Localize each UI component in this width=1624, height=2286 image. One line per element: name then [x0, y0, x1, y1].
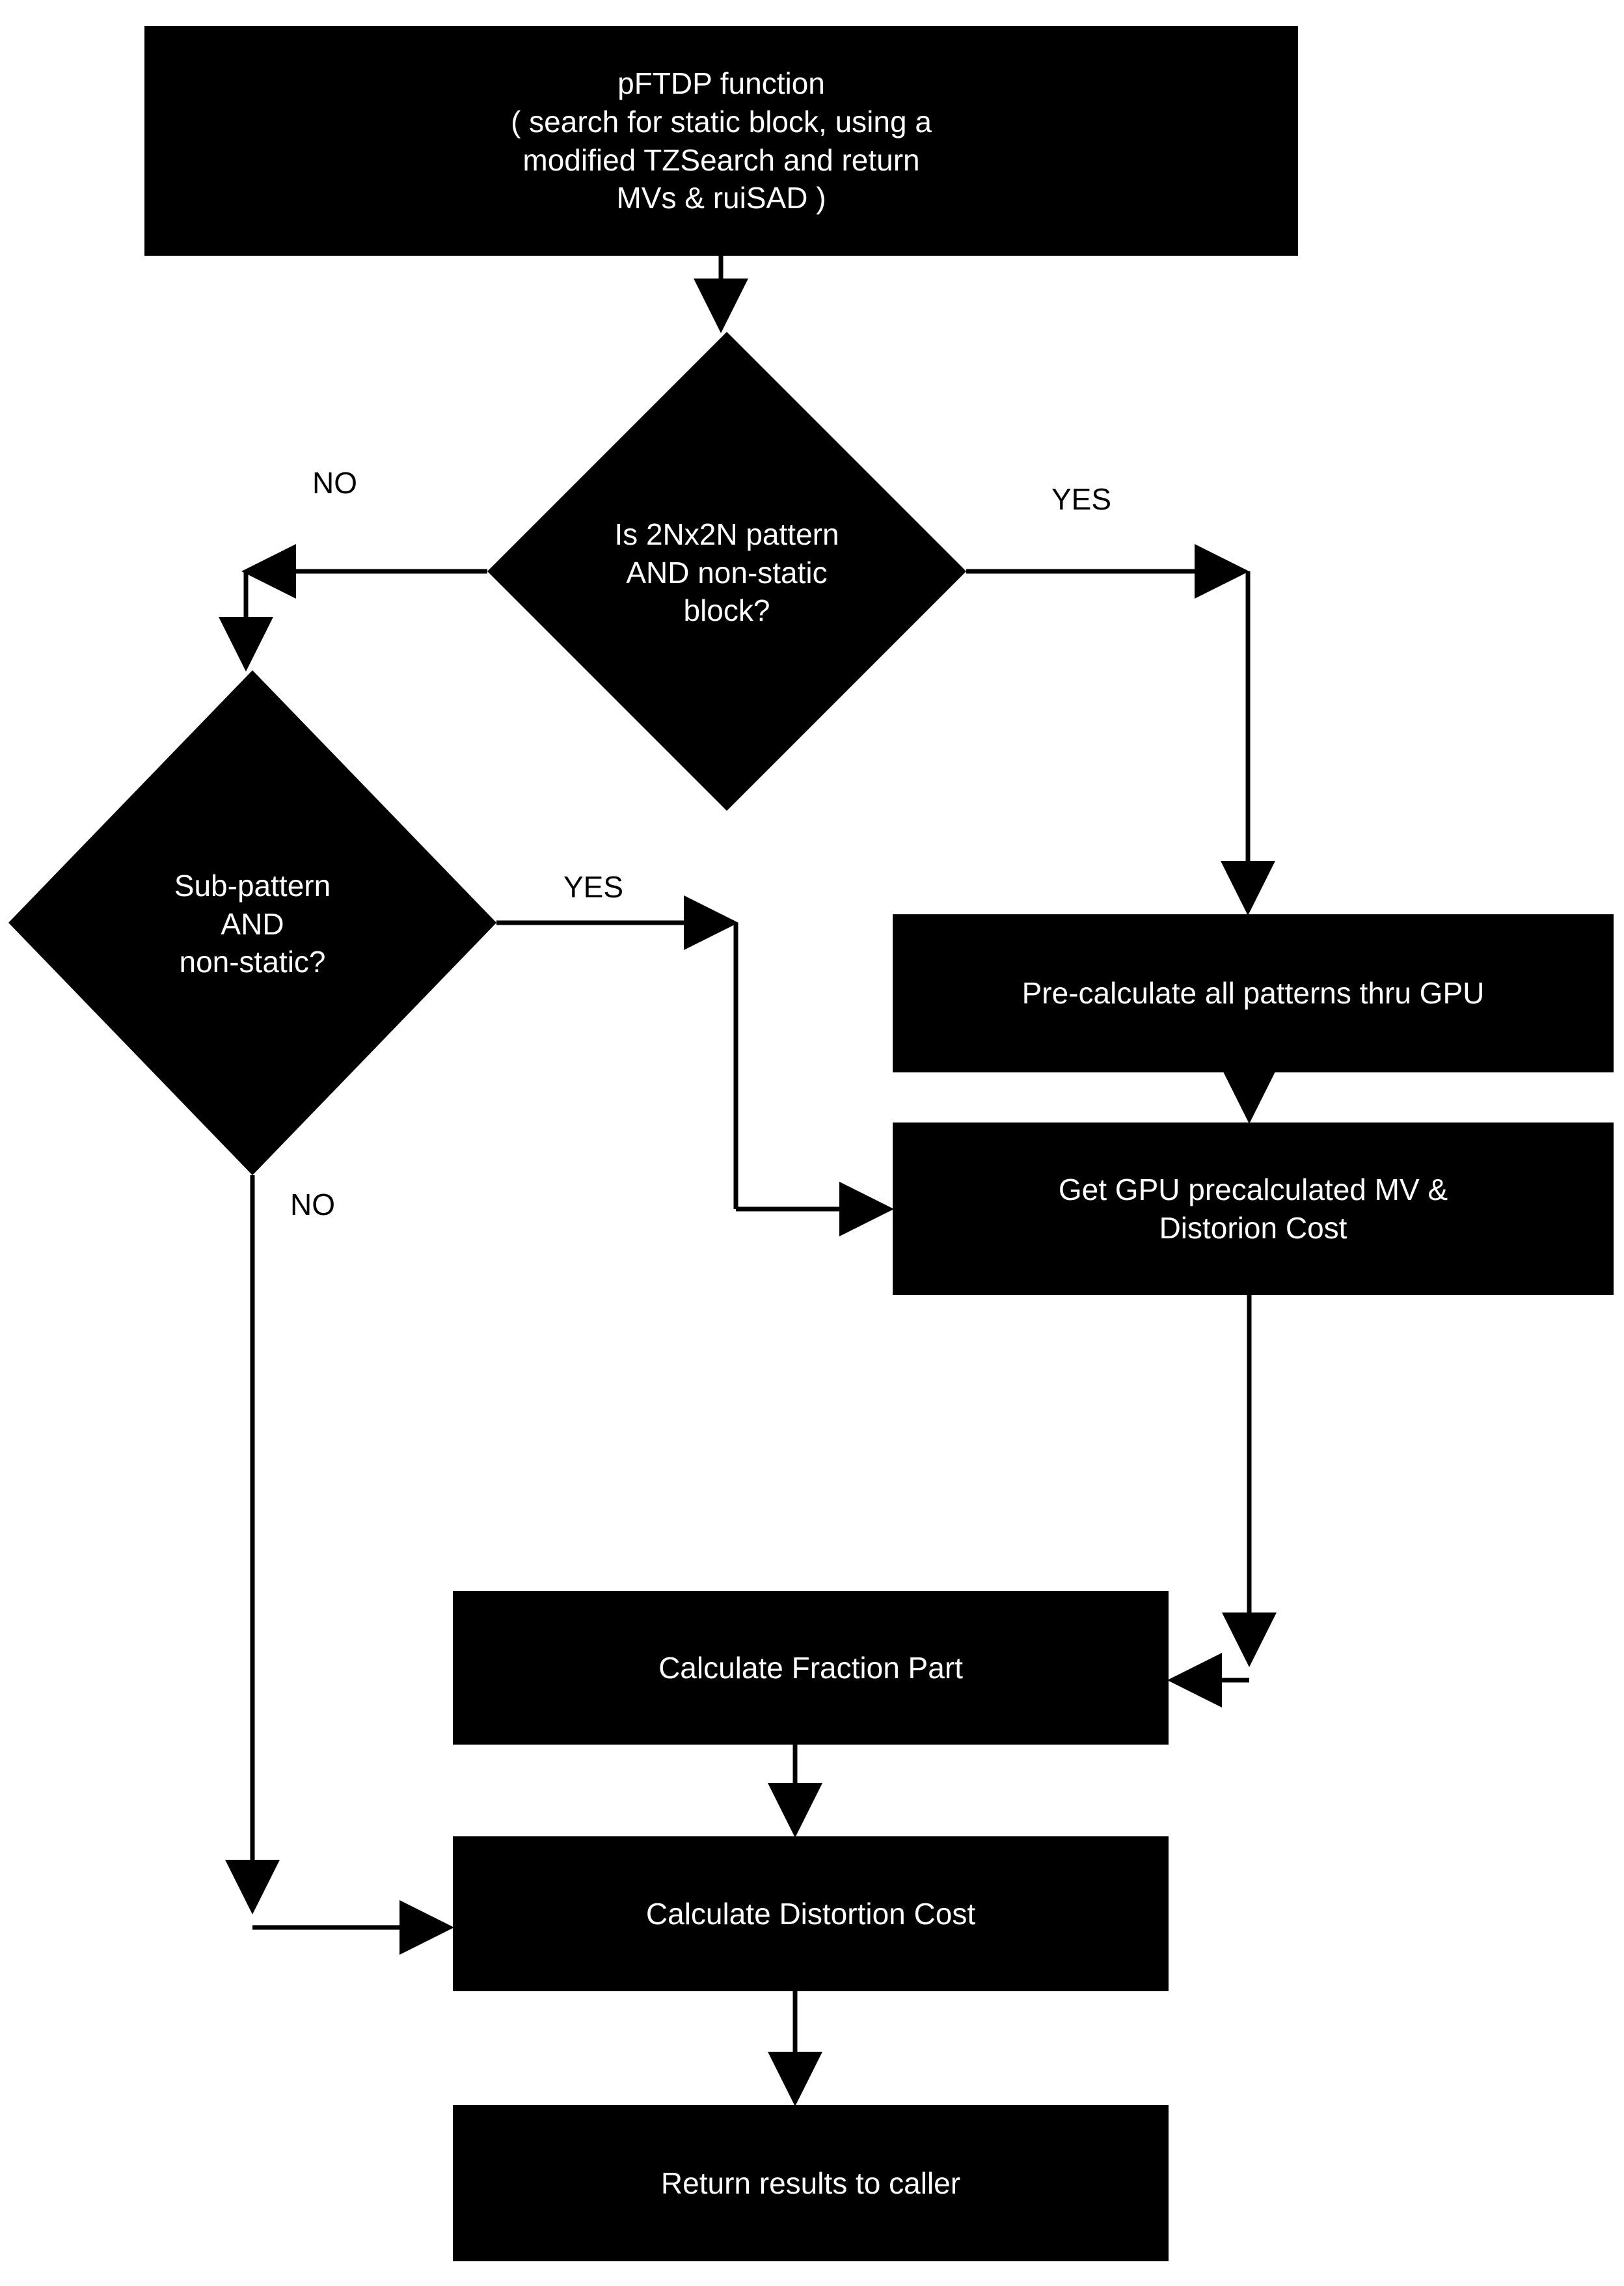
- node-shape-return-results: [453, 2105, 1169, 2261]
- node-shape-calc-fraction: [453, 1591, 1169, 1745]
- edge-label-decision2-no: NO: [290, 1188, 335, 1221]
- node-shape-decision-2nx2n: [487, 332, 966, 811]
- edge-label-decision2-yes: YES: [563, 870, 624, 904]
- node-shape-start: [144, 26, 1298, 256]
- node-shape-get-gpu-mv: [893, 1123, 1614, 1295]
- node-shape-precalculate-gpu: [893, 914, 1614, 1072]
- edge-label-decision1-no: NO: [312, 466, 357, 500]
- node-shape-calc-distortion: [453, 1836, 1169, 1991]
- node-shape-decision-subpattern: [8, 670, 496, 1175]
- edge-label-decision1-yes: YES: [1051, 482, 1112, 516]
